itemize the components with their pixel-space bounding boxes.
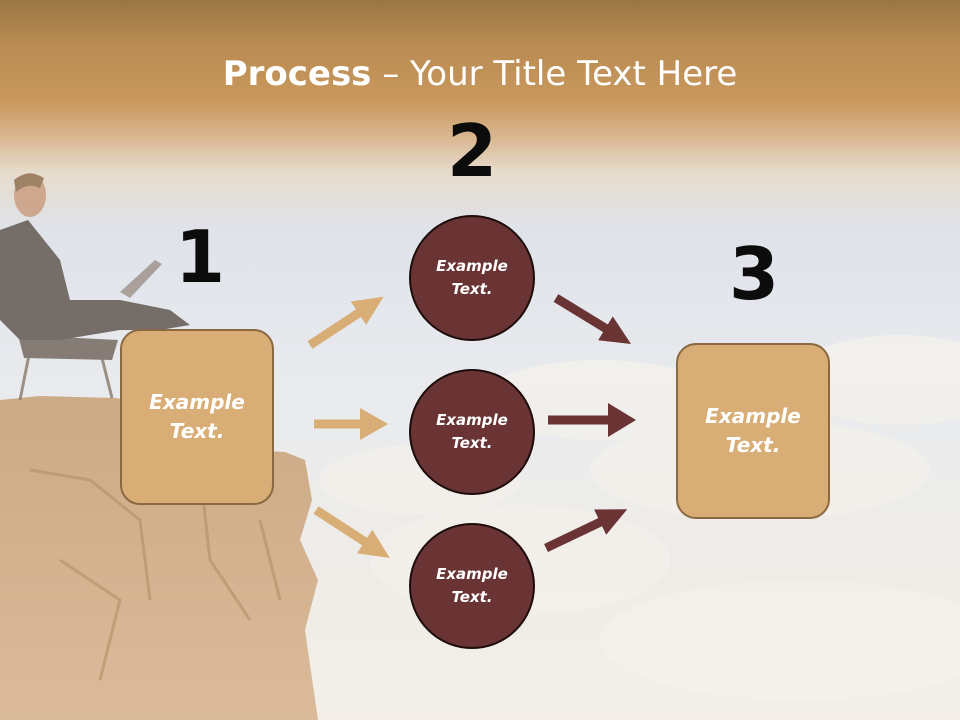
step-2-circle-middle[interactable]: Example Text. <box>409 369 535 495</box>
circle-label-line1: Example <box>436 411 508 429</box>
step-1-label-line2: Text. <box>169 419 225 443</box>
step-3-label-line2: Text. <box>725 433 781 457</box>
step-2-circle-top[interactable]: Example Text. <box>409 215 535 341</box>
arrow-right-icon <box>553 294 632 344</box>
step-number-1: 1 <box>174 215 226 299</box>
circle-label-line1: Example <box>436 565 508 583</box>
step-3-label-line1: Example <box>705 404 801 428</box>
circle-label-line2: Text. <box>451 434 493 452</box>
arrow-right-icon <box>314 408 388 440</box>
step-number-2: 2 <box>446 109 498 193</box>
title-rest: – Your Title Text Here <box>371 54 738 94</box>
step-1-box[interactable]: Example Text. <box>120 329 274 505</box>
arrow-right-icon <box>307 296 384 349</box>
businessman-figure <box>0 173 190 401</box>
arrow-right-icon <box>544 509 628 553</box>
step-number-3: 3 <box>728 232 780 316</box>
circle-label-line2: Text. <box>451 280 493 298</box>
step-3-box[interactable]: Example Text. <box>676 343 830 519</box>
step-2-circle-bottom[interactable]: Example Text. <box>409 523 535 649</box>
circle-label-line2: Text. <box>451 588 493 606</box>
circle-label-line1: Example <box>436 257 508 275</box>
step-1-label-line1: Example <box>149 390 245 414</box>
slide-title: Process – Your Title Text Here <box>0 52 960 96</box>
arrow-right-icon <box>313 506 390 558</box>
title-bold: Process <box>222 54 372 94</box>
arrow-right-icon <box>548 403 636 437</box>
